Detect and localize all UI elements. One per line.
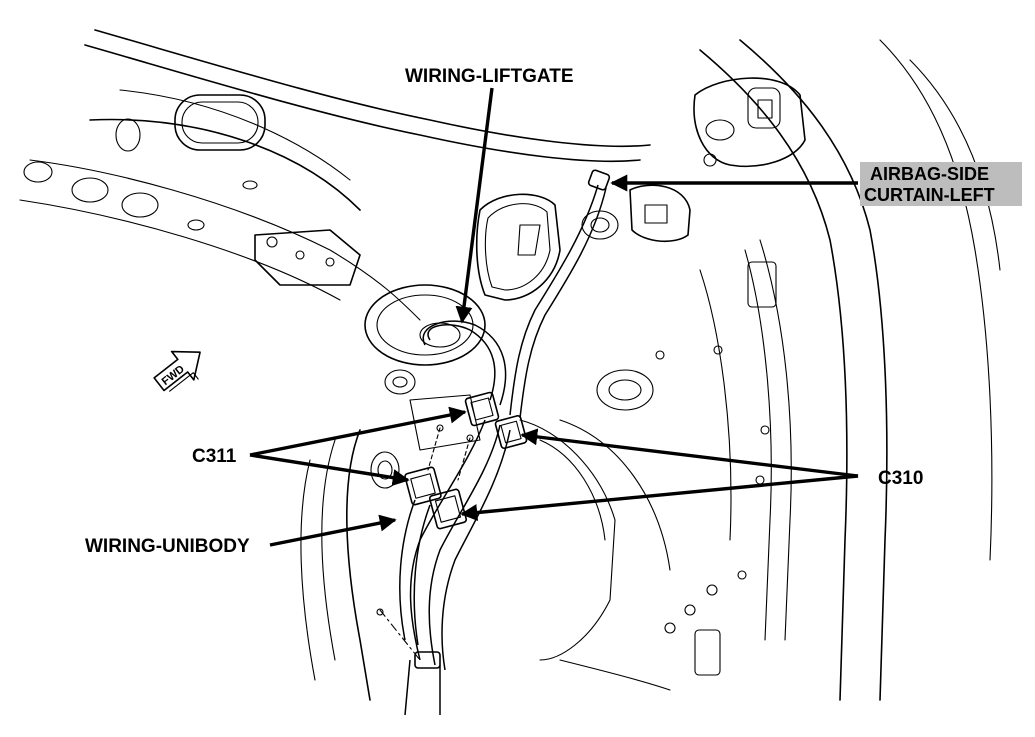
airbag-side-label-line2: CURTAIN-LEFT	[864, 185, 995, 205]
callout-labels: WIRING-LIFTGATE AIRBAG-SIDE CURTAIN-LEFT…	[85, 66, 1022, 557]
c310-label: C310	[878, 468, 923, 489]
leader-wiring-liftgate	[455, 87, 494, 324]
leader-wiring-unibody	[269, 514, 397, 547]
wiring-unibody-label: WIRING-UNIBODY	[85, 536, 250, 557]
forward-direction-arrow-icon: FWD	[153, 350, 201, 392]
vehicle-body-panel	[19, 29, 1001, 701]
connector-c311-lower	[404, 466, 442, 506]
airbag-label-highlight	[860, 162, 1022, 206]
fwd-label: FWD	[160, 363, 187, 388]
leader-c311-lower	[249, 453, 410, 487]
connector-c311-upper	[464, 391, 500, 427]
leader-c310-upper	[520, 428, 859, 478]
airbag-side-label-line1: AIRBAG-SIDE	[870, 164, 989, 184]
c311-label: C311	[192, 446, 237, 467]
wiring-harness	[399, 169, 611, 716]
connector-c310-lower	[428, 488, 468, 530]
leader-c311-upper	[249, 406, 467, 457]
leader-c310-lower	[460, 474, 859, 521]
wiring-liftgate-label: WIRING-LIFTGATE	[405, 66, 574, 87]
leader-lines	[249, 87, 859, 547]
